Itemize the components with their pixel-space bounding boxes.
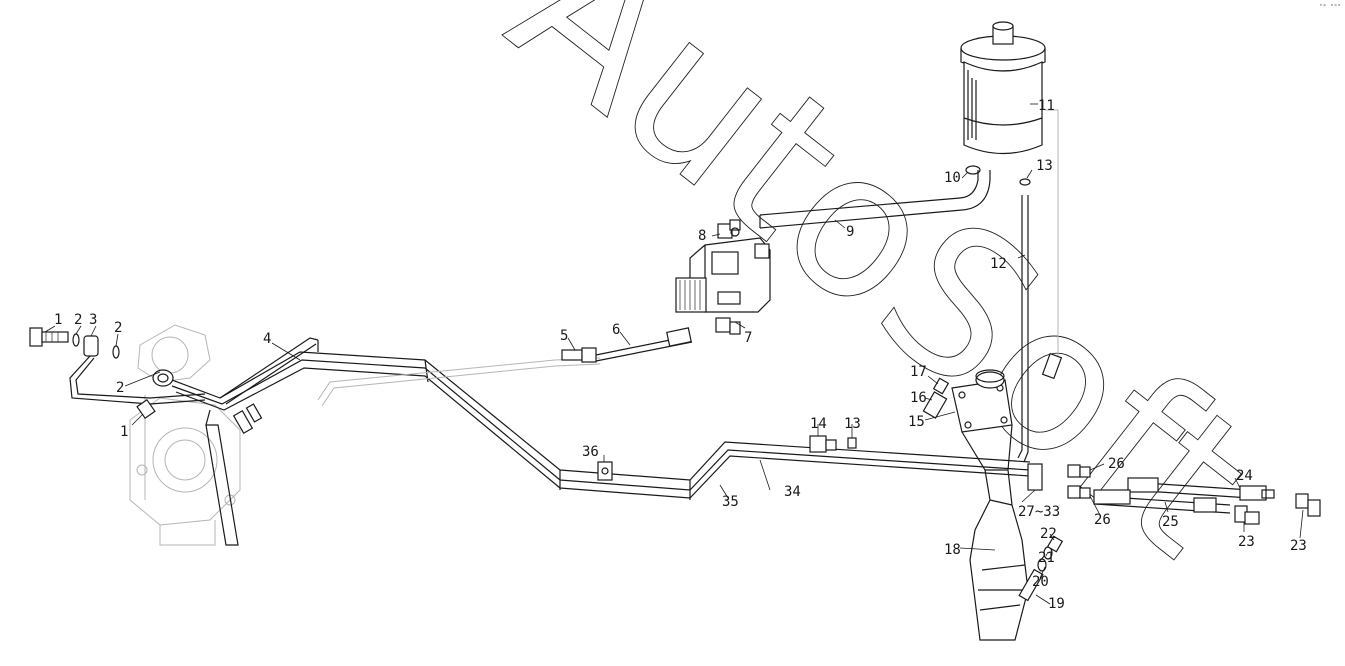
callout-13b: 13 [844, 416, 861, 432]
leader-lines [44, 103, 1304, 605]
callout-23a: 23 [1238, 534, 1255, 550]
callout-14: 14 [810, 416, 827, 432]
callout-4: 4 [263, 331, 271, 347]
coupling-26-lower [1067, 485, 1091, 499]
callout-26b: 26 [1094, 512, 1111, 528]
banjo-bolt-1 [29, 327, 69, 347]
return-hose-12 [1017, 195, 1023, 459]
pipe-clamp-36 [597, 461, 613, 481]
union-fitting-14 [809, 435, 837, 453]
callout-35: 35 [722, 494, 739, 510]
steering-pump [675, 237, 771, 313]
callout-7: 7 [744, 330, 752, 346]
callout-34: 34 [784, 484, 801, 500]
corner-mark: ⁿᵖ ᵒᵒᵒ [1319, 3, 1341, 10]
callout-12: 12 [990, 256, 1007, 272]
washer-13-top [1019, 178, 1031, 186]
bolt-set-19-22 [1018, 535, 1064, 602]
callout-2a: 2 [74, 312, 82, 328]
sealing-washer-2b [112, 345, 120, 359]
pipe-5-fitting [561, 327, 693, 363]
elbow-fitting-23a [1234, 505, 1260, 525]
callout-10: 10 [944, 170, 961, 186]
hose-clamp-8 [717, 219, 741, 239]
callout-15: 15 [908, 414, 925, 430]
callout-5: 5 [560, 328, 568, 344]
callout-26a: 26 [1108, 456, 1125, 472]
callout-1a: 1 [54, 312, 62, 328]
short-pressure-pipe [69, 355, 206, 405]
callout-6: 6 [612, 322, 620, 338]
coupling-26-upper [1067, 464, 1091, 478]
vent-line-ghost [1045, 109, 1059, 360]
watermark-text: AutoSoft [471, 0, 1291, 601]
callout-21: 21 [1038, 550, 1055, 566]
gear-inlet-fitting [152, 369, 174, 387]
callout-18: 18 [944, 542, 961, 558]
washer-13-lower [847, 437, 857, 449]
mounting-bracket-18 [961, 424, 1029, 641]
oil-reservoir-11 [960, 21, 1046, 155]
pipe-clip-left [232, 403, 263, 434]
callout-13a: 13 [1036, 158, 1053, 174]
callout-9: 9 [846, 224, 854, 240]
callout-22: 22 [1040, 526, 1057, 542]
callout-19: 19 [1048, 596, 1065, 612]
fitting-16-17 [922, 377, 950, 419]
callout-3: 3 [89, 312, 97, 328]
banjo-fitting-3 [83, 335, 99, 357]
callout-23b: 23 [1290, 538, 1307, 554]
callout-2c: 2 [116, 380, 124, 396]
callout-1b: 1 [120, 424, 128, 440]
pitman-bracket [205, 409, 239, 546]
callout-labels: 1 2 3 2 2 1 4 5 6 7 8 9 10 11 12 13 13 1… [54, 98, 1307, 612]
fitting-block-27-33 [1027, 463, 1043, 491]
steering-gear-housing [129, 324, 241, 546]
main-pipe-bundle [171, 337, 1031, 500]
o-ring-10 [965, 165, 981, 175]
elbow-fitting-23b [1295, 493, 1321, 517]
pipe-assembly-25 [1093, 489, 1231, 514]
callout-11: 11 [1038, 98, 1055, 114]
callout-2b: 2 [114, 320, 122, 336]
callout-25: 25 [1162, 514, 1179, 530]
vent-fitting [1041, 352, 1063, 380]
pipe-assembly-24 [1127, 477, 1275, 501]
suction-hose-9 [759, 170, 979, 216]
hose-clamp-7 [715, 317, 741, 335]
callout-16: 16 [910, 390, 927, 406]
callout-17: 17 [910, 364, 927, 380]
callout-24: 24 [1236, 468, 1253, 484]
callout-36: 36 [582, 444, 599, 460]
banjo-bolt-1b [136, 398, 156, 420]
callout-8: 8 [698, 228, 706, 244]
callout-20: 20 [1032, 574, 1049, 590]
callout-27-33: 27~33 [1018, 504, 1060, 520]
sealing-washer-2 [72, 333, 80, 347]
